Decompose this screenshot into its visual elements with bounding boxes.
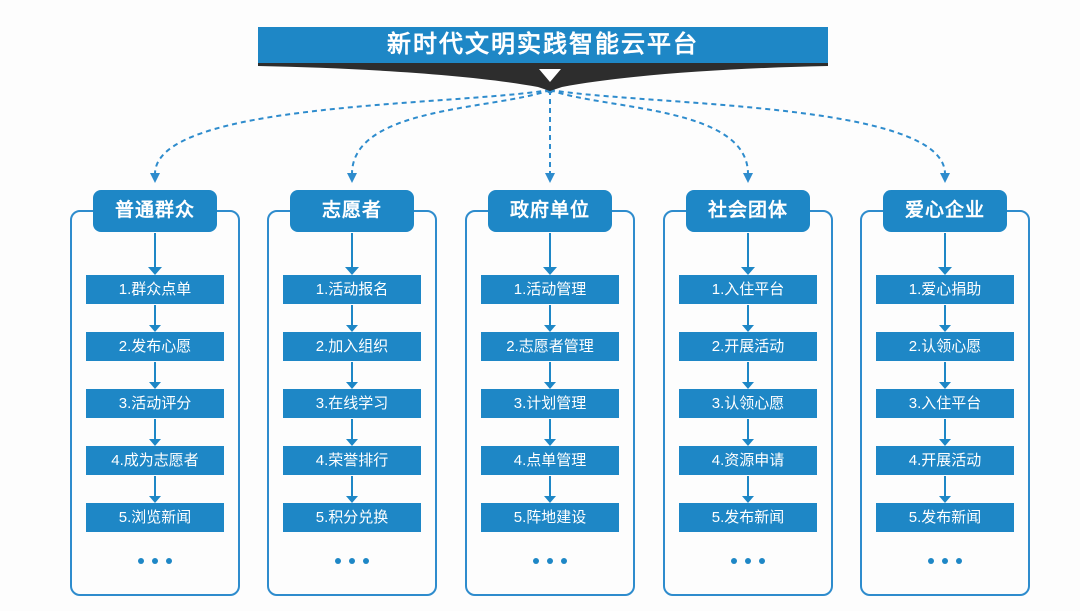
column-header: 政府单位	[488, 190, 612, 232]
step-box: 2.开展活动	[679, 332, 817, 361]
down-arrow-icon	[345, 476, 359, 503]
down-arrow-icon	[148, 476, 162, 503]
step-box: 4.荣誉排行	[283, 446, 421, 475]
down-arrow-icon	[543, 362, 557, 389]
step-box: 1.爱心捐助	[876, 275, 1014, 304]
down-arrow-icon	[741, 419, 755, 446]
column-ordinary-public: 普通群众 1.群众点单 2.发布心愿 3.活动评分 4.成为志愿者 5.浏览新闻	[70, 0, 240, 611]
down-arrow-icon	[938, 362, 952, 389]
step-box: 1.入住平台	[679, 275, 817, 304]
step-box: 3.计划管理	[481, 389, 619, 418]
step-box: 4.开展活动	[876, 446, 1014, 475]
step-box: 5.积分兑换	[283, 503, 421, 532]
column-header: 普通群众	[93, 190, 217, 232]
down-arrow-icon	[741, 476, 755, 503]
down-arrow-icon	[543, 305, 557, 332]
more-dots	[663, 553, 833, 569]
down-arrow-icon	[345, 362, 359, 389]
down-arrow-icon	[148, 305, 162, 332]
column-caring-enterprises: 爱心企业 1.爱心捐助 2.认领心愿 3.入住平台 4.开展活动 5.发布新闻	[860, 0, 1030, 611]
step-box: 5.阵地建设	[481, 503, 619, 532]
more-dots	[465, 553, 635, 569]
down-arrow-icon	[938, 419, 952, 446]
down-arrow-icon	[741, 362, 755, 389]
ribbon-shape	[258, 63, 828, 91]
down-arrow-icon	[345, 305, 359, 332]
column-header: 社会团体	[686, 190, 810, 232]
step-box: 4.点单管理	[481, 446, 619, 475]
step-box: 3.在线学习	[283, 389, 421, 418]
step-box: 5.发布新闻	[876, 503, 1014, 532]
column-government-units: 政府单位 1.活动管理 2.志愿者管理 3.计划管理 4.点单管理 5.阵地建设	[465, 0, 635, 611]
more-dots	[267, 553, 437, 569]
down-arrow-icon	[148, 362, 162, 389]
more-dots	[860, 553, 1030, 569]
banner-down-arrow-icon	[539, 69, 561, 82]
step-box: 1.群众点单	[86, 275, 224, 304]
platform-banner: 新时代文明实践智能云平台	[258, 27, 828, 63]
down-arrow-icon	[345, 233, 359, 275]
down-arrow-icon	[148, 233, 162, 275]
down-arrow-icon	[543, 233, 557, 275]
step-box: 5.发布新闻	[679, 503, 817, 532]
column-volunteers: 志愿者 1.活动报名 2.加入组织 3.在线学习 4.荣誉排行 5.积分兑换	[267, 0, 437, 611]
step-box: 2.志愿者管理	[481, 332, 619, 361]
step-box: 3.认领心愿	[679, 389, 817, 418]
down-arrow-icon	[938, 233, 952, 275]
banner-ribbon	[258, 63, 828, 91]
down-arrow-icon	[741, 233, 755, 275]
down-arrow-icon	[938, 305, 952, 332]
more-dots	[70, 553, 240, 569]
column-header: 爱心企业	[883, 190, 1007, 232]
step-box: 5.浏览新闻	[86, 503, 224, 532]
down-arrow-icon	[543, 419, 557, 446]
step-box: 2.发布心愿	[86, 332, 224, 361]
step-box: 3.入住平台	[876, 389, 1014, 418]
column-social-organizations: 社会团体 1.入住平台 2.开展活动 3.认领心愿 4.资源申请 5.发布新闻	[663, 0, 833, 611]
step-box: 3.活动评分	[86, 389, 224, 418]
banner-title: 新时代文明实践智能云平台	[387, 31, 699, 58]
down-arrow-icon	[543, 476, 557, 503]
step-box: 4.资源申请	[679, 446, 817, 475]
down-arrow-icon	[741, 305, 755, 332]
step-box: 2.认领心愿	[876, 332, 1014, 361]
down-arrow-icon	[938, 476, 952, 503]
column-header: 志愿者	[290, 190, 414, 232]
step-box: 1.活动管理	[481, 275, 619, 304]
down-arrow-icon	[345, 419, 359, 446]
down-arrow-icon	[148, 419, 162, 446]
step-box: 4.成为志愿者	[86, 446, 224, 475]
step-box: 2.加入组织	[283, 332, 421, 361]
step-box: 1.活动报名	[283, 275, 421, 304]
